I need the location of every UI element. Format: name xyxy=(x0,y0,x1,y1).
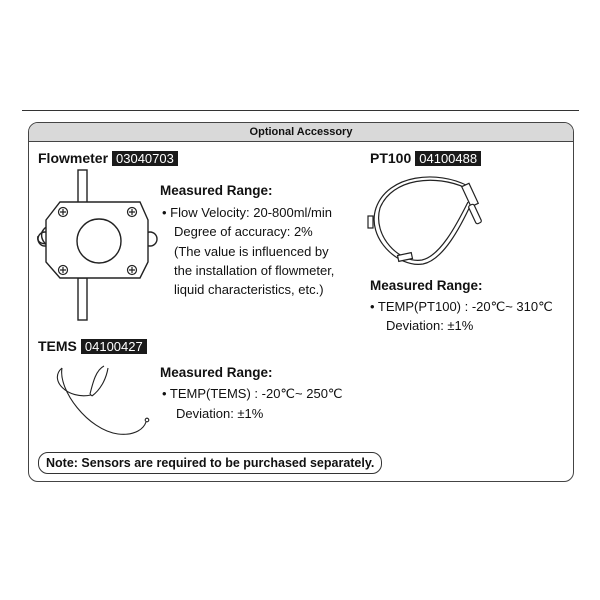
tems-range-heading: Measured Range: xyxy=(160,365,273,380)
panel-title: Optional Accessory xyxy=(29,123,573,142)
pt100-range-heading: Measured Range: xyxy=(370,278,483,293)
optional-accessory-panel: Optional Accessory xyxy=(28,122,574,482)
tems-name: TEMS xyxy=(38,338,77,354)
flowmeter-line: Degree of accuracy: 2% xyxy=(174,224,313,239)
pt100-code: 04100488 xyxy=(415,151,482,166)
flowmeter-line: liquid characteristics, etc.) xyxy=(174,282,324,297)
tems-line: Deviation: ±1% xyxy=(176,406,264,421)
flowmeter-name: Flowmeter xyxy=(38,150,109,166)
flowmeter-line: the installation of flowmeter, xyxy=(174,263,335,278)
tems-line: • TEMP(TEMS) : -20℃~ 250℃ xyxy=(162,386,343,401)
pt100-illustration xyxy=(367,176,482,265)
flowmeter-line: (The value is influenced by xyxy=(174,244,329,259)
pt100-line: • TEMP(PT100) : -20℃~ 310℃ xyxy=(370,299,553,314)
top-divider xyxy=(22,110,579,111)
flowmeter-illustration xyxy=(37,169,158,321)
tems-code: 04100427 xyxy=(80,339,147,354)
pt100-line: Deviation: ±1% xyxy=(386,318,474,333)
flowmeter-code: 03040703 xyxy=(112,151,178,166)
purchase-note: Note: Sensors are required to be purchas… xyxy=(38,452,383,474)
flowmeter-range-heading: Measured Range: xyxy=(160,183,273,198)
flowmeter-line: • Flow Velocity: 20-800ml/min xyxy=(162,205,333,220)
tems-illustration xyxy=(56,365,150,435)
pt100-name: PT100 xyxy=(370,150,412,166)
